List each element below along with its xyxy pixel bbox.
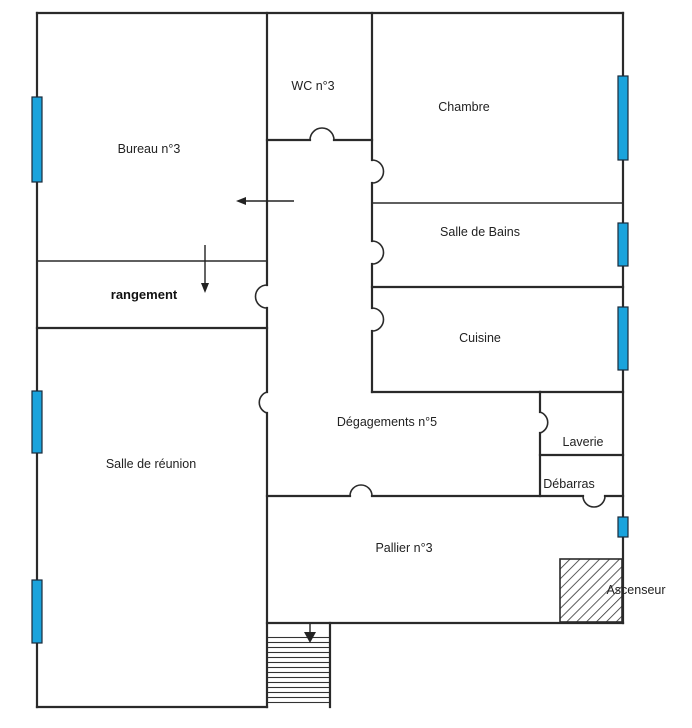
interior-walls [35, 11, 625, 709]
label-salle-de-reunion: Salle de réunion [106, 457, 196, 471]
doors [254, 127, 606, 508]
label-bureau: Bureau n°3 [118, 142, 181, 156]
window-pallier [617, 516, 629, 538]
window-reunion-bottom [31, 579, 43, 644]
label-pallier: Pallier n°3 [375, 541, 432, 555]
door-laverie [539, 411, 549, 434]
label-chambre: Chambre [438, 100, 489, 114]
label-salle-de-bains: Salle de Bains [440, 225, 520, 239]
door-reunion [258, 391, 268, 414]
window-bureau [31, 96, 43, 183]
window-chambre [617, 75, 629, 161]
elevator-shaft [559, 558, 623, 623]
door-debarras [582, 495, 606, 508]
window-reunion-top [31, 390, 43, 454]
label-ascenseur: Ascenseur [606, 583, 665, 597]
stairs-arrow-down-icon [304, 624, 316, 643]
arrow-down-icon [201, 245, 209, 293]
label-cuisine: Cuisine [459, 331, 501, 345]
label-laverie: Laverie [563, 435, 604, 449]
door-chambre [371, 159, 385, 184]
outer-walls [35, 11, 625, 709]
door-rangement [254, 284, 268, 309]
window-cuisine [617, 306, 629, 371]
label-wc: WC n°3 [291, 79, 334, 93]
label-rangement: rangement [111, 287, 178, 302]
door-bains [371, 240, 385, 265]
windows [31, 75, 629, 644]
label-degagements: Dégagements n°5 [337, 415, 437, 429]
label-debarras: Débarras [543, 477, 594, 491]
door-wc [309, 127, 335, 141]
arrow-left-icon [236, 197, 294, 205]
window-bains [617, 222, 629, 267]
stairs [268, 636, 329, 706]
door-degagement [349, 484, 373, 497]
door-cuisine [371, 307, 385, 332]
